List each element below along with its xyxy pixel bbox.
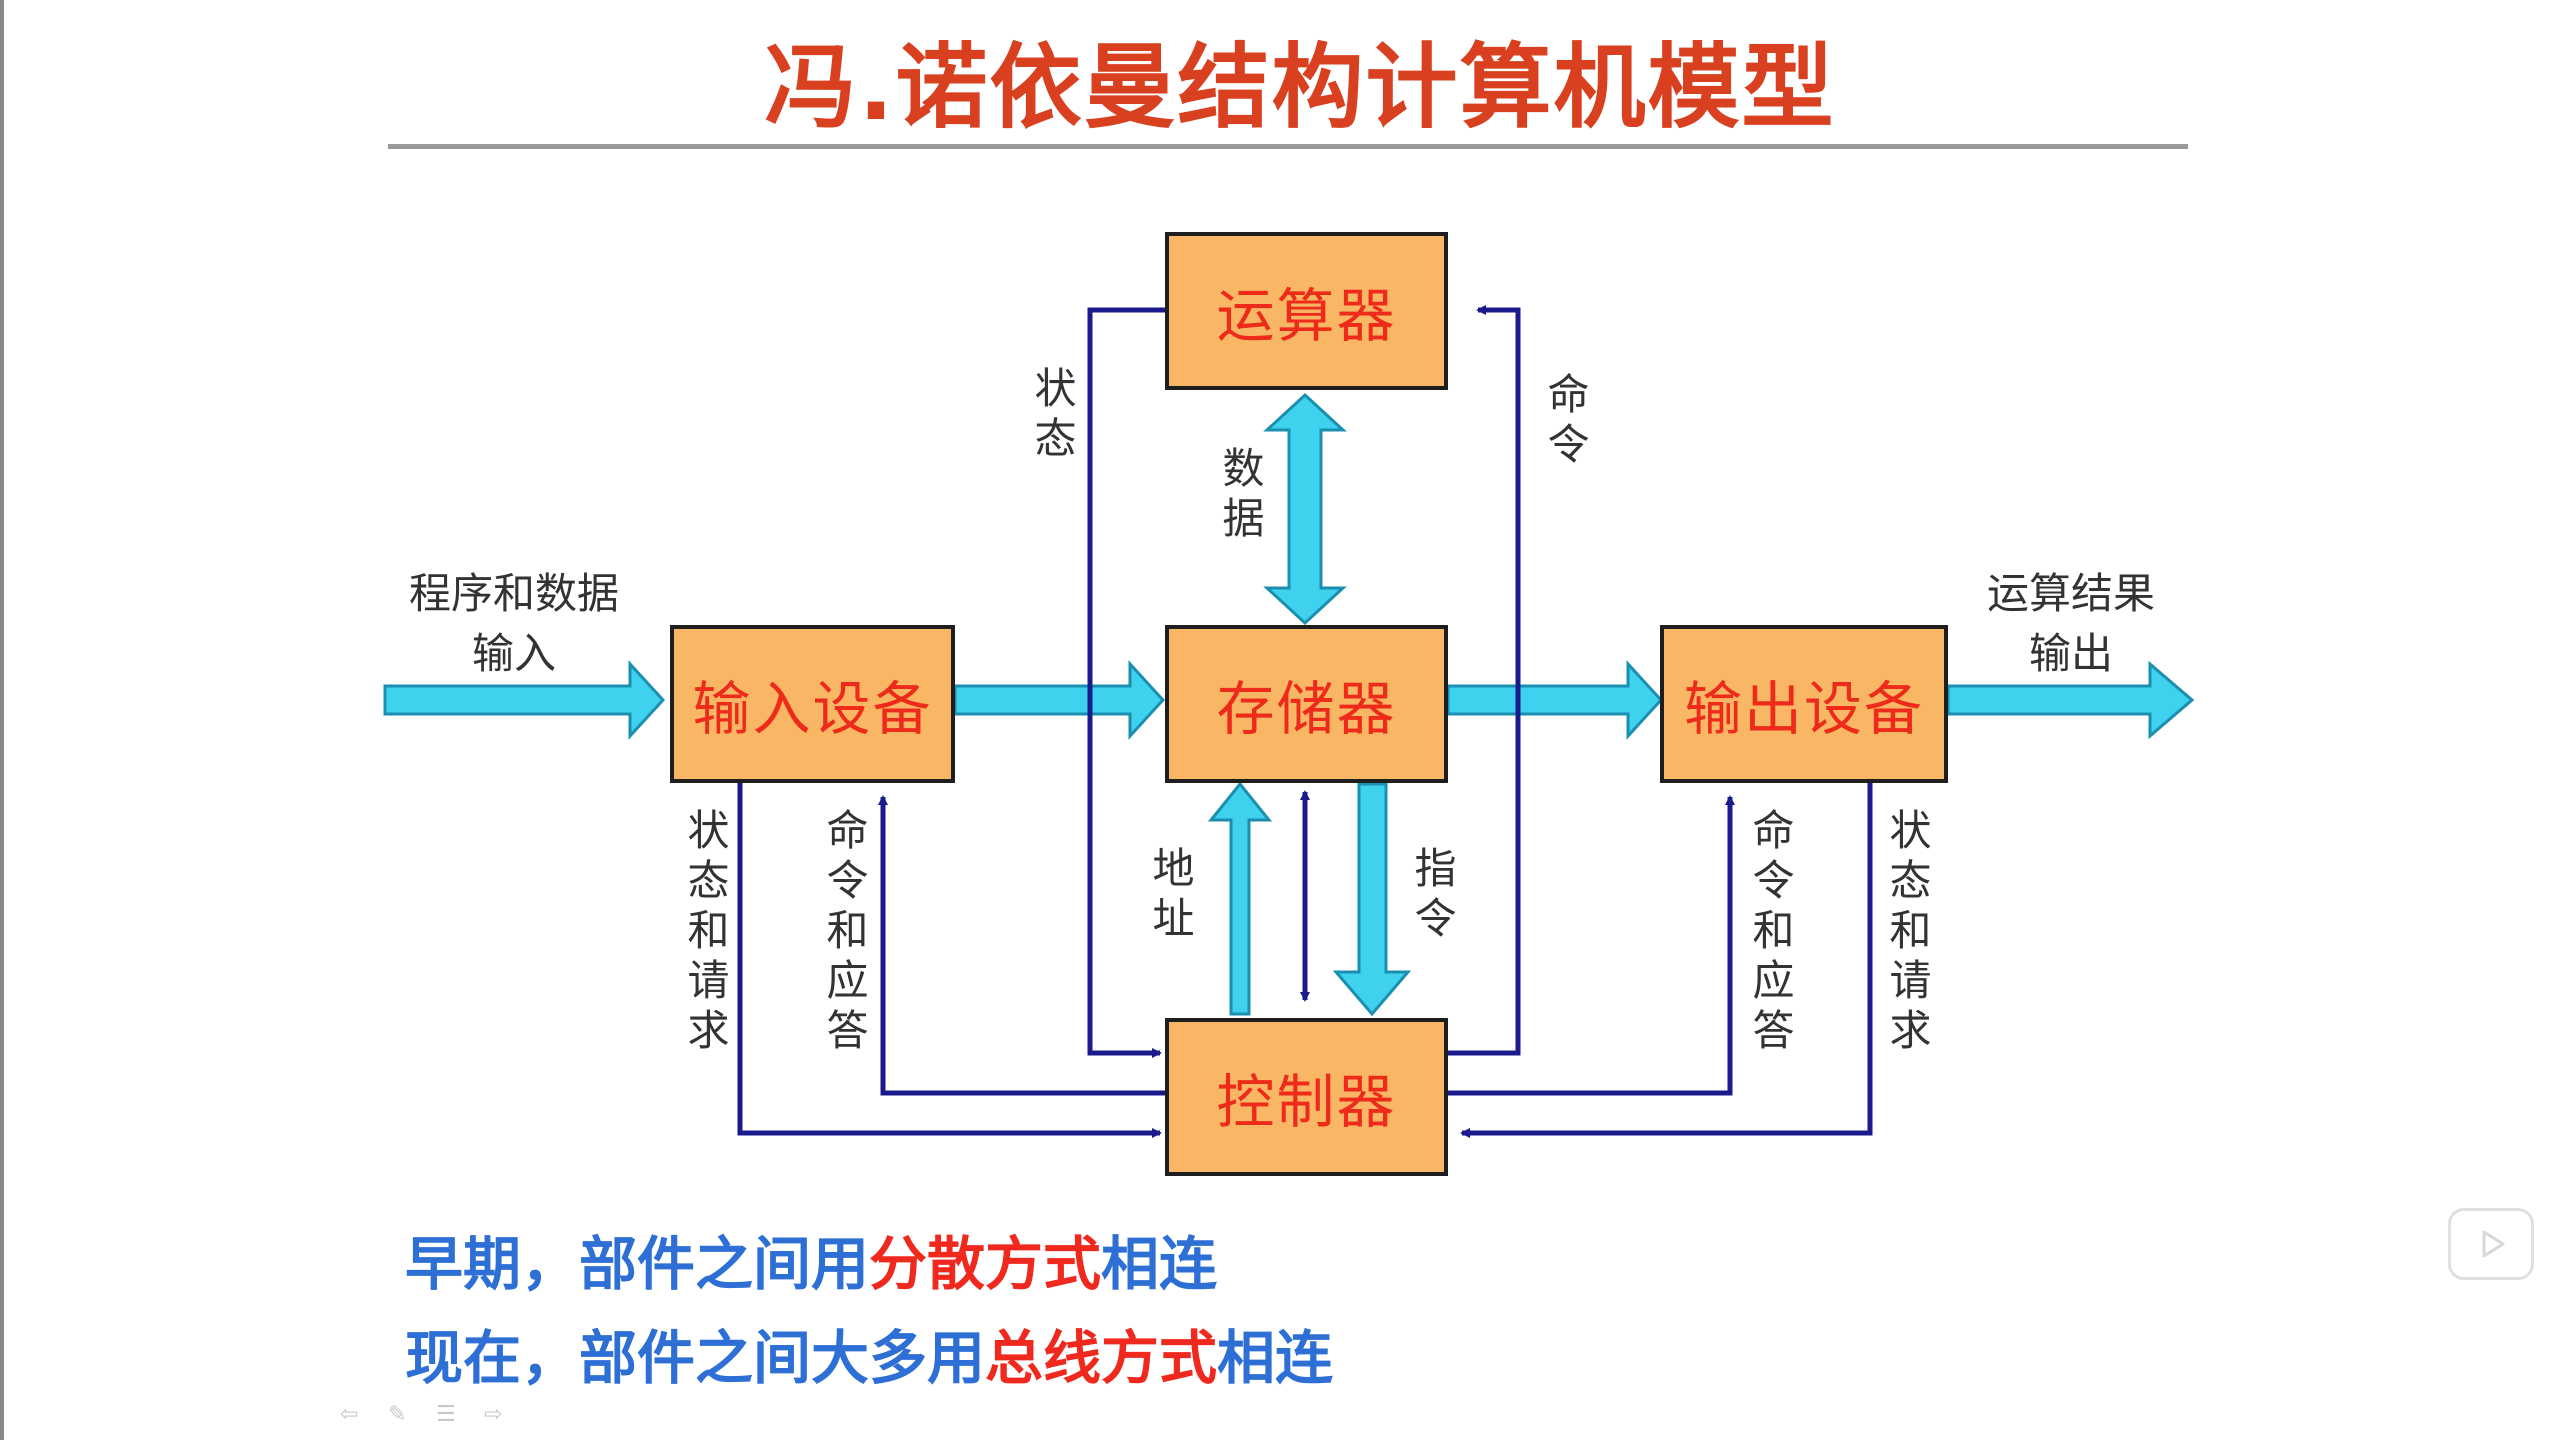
note-early-prefix: 早期，部件之间用 (405, 1230, 870, 1298)
arrow-address (1207, 781, 1273, 1016)
alu-box: 运算器 (1165, 232, 1448, 390)
input-device-box: 输入设备 (670, 625, 955, 783)
line-input-command (878, 795, 1165, 1096)
note-now-highlight: 总线方式 (985, 1324, 1218, 1392)
note-now: 现在，部件之间大多用总线方式相连 (405, 1318, 1333, 1398)
label-output-external-line2: 输出 (2028, 629, 2113, 678)
arrow-result-output (1946, 660, 2195, 740)
label-input-status-request: 状态和请求 (681, 808, 730, 1058)
output-device-box: 输出设备 (1660, 625, 1948, 783)
arrow-program-input (383, 660, 666, 740)
memory-box: 存储器 (1165, 625, 1448, 783)
window-edge (0, 0, 4, 1440)
arrow-input-to-memory (953, 660, 1166, 740)
label-alu-command: 命令 (1541, 372, 1590, 472)
label-input-command-reply: 命令和应答 (820, 808, 869, 1058)
note-early-highlight: 分散方式 (869, 1230, 1102, 1298)
control-lines (737, 305, 1873, 1138)
label-output-status-request: 状态和请求 (1883, 808, 1932, 1058)
label-data: 数据 (1216, 446, 1265, 546)
line-alu-status (1087, 307, 1165, 1058)
slide-controls: ⇦ ✎ ☰ ⇨ (340, 1404, 510, 1426)
control-unit-box: 控制器 (1165, 1018, 1448, 1176)
play-icon (2482, 1230, 2505, 1258)
menu-icon[interactable]: ☰ (436, 1402, 456, 1427)
line-input-status (737, 783, 1162, 1138)
arrow-data-bidirectional (1263, 392, 1347, 626)
label-alu-status: 状态 (1028, 366, 1077, 466)
arrow-left-icon[interactable]: ⇦ (340, 1402, 359, 1427)
line-output-command (1448, 795, 1735, 1096)
data-flow-arrows (383, 392, 2195, 1017)
play-button[interactable] (2448, 1208, 2534, 1280)
arrow-right-icon[interactable]: ⇨ (484, 1402, 503, 1427)
label-input-external-line2: 输入 (471, 629, 556, 678)
label-output-command-reply: 命令和应答 (1746, 808, 1795, 1058)
label-input-external-line1: 程序和数据 (408, 569, 619, 618)
note-now-suffix: 相连 (1217, 1324, 1334, 1392)
note-early: 早期，部件之间用分散方式相连 (405, 1224, 1217, 1304)
pen-icon[interactable]: ✎ (388, 1402, 407, 1427)
arrow-instruction (1332, 782, 1412, 1017)
label-instruction: 指令 (1408, 846, 1457, 946)
title-underline (388, 144, 2188, 149)
label-input-external: 程序和数据 输入 (388, 564, 640, 684)
label-output-external: 运算结果 输出 (1960, 564, 2182, 684)
slide-title: 冯.诺依曼结构计算机模型 (764, 34, 1836, 141)
note-now-prefix: 现在，部件之间大多用 (405, 1324, 986, 1392)
label-address: 地址 (1146, 846, 1195, 946)
arrow-memory-to-output (1446, 660, 1664, 740)
label-output-external-line1: 运算结果 (1986, 569, 2155, 618)
line-alu-command (1448, 305, 1521, 1056)
note-early-suffix: 相连 (1101, 1230, 1218, 1298)
line-output-status (1460, 783, 1873, 1138)
